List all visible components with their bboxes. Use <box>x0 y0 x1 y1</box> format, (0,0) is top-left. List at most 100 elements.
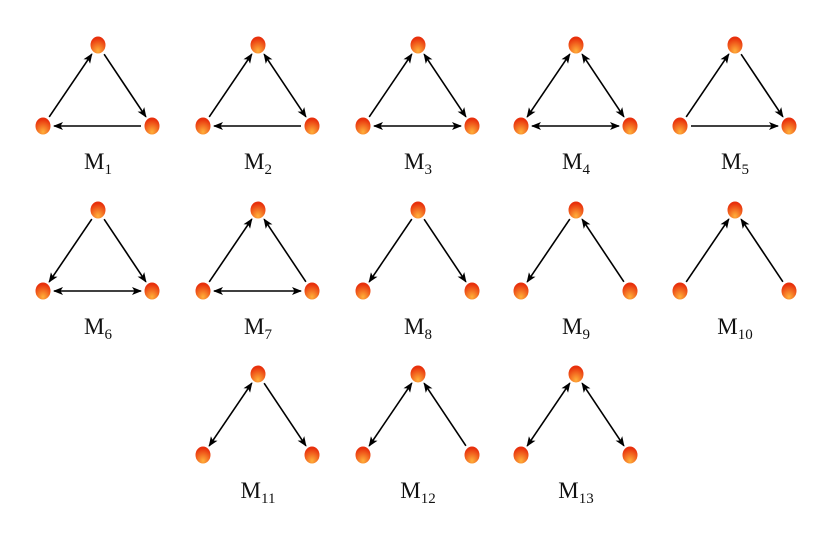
node-T <box>250 365 266 383</box>
node-R <box>304 282 320 300</box>
motif-label: M7 <box>244 314 272 343</box>
motif-label: M4 <box>562 149 590 178</box>
edge-T-L <box>368 218 413 283</box>
motif-label-subscript: 6 <box>104 327 112 343</box>
node-R <box>144 282 160 300</box>
edge-T-R <box>263 382 307 447</box>
motif-label: M10 <box>717 314 752 343</box>
node-R <box>781 282 797 300</box>
node-L <box>35 117 51 135</box>
node-L <box>355 446 371 464</box>
motif-label-main: M <box>84 149 104 174</box>
node-L <box>35 282 51 300</box>
motif-9: M9 <box>513 201 638 343</box>
motif-label-subscript: 7 <box>264 327 272 343</box>
node-T <box>568 36 584 54</box>
node-R <box>304 117 320 135</box>
node-R <box>464 282 480 300</box>
edge-T-R <box>423 218 467 283</box>
motif-label: M2 <box>244 149 272 178</box>
edge-T-R <box>423 53 467 118</box>
node-T <box>568 201 584 219</box>
edge-T-R <box>263 53 307 118</box>
edge-T-R <box>581 382 625 447</box>
edge-L-T <box>368 382 413 447</box>
motif-label-main: M <box>558 478 578 503</box>
node-L <box>672 117 688 135</box>
motif-label-subscript: 4 <box>582 162 590 178</box>
motif-label-main: M <box>562 314 582 339</box>
edge-L-T <box>368 53 413 118</box>
motif-label-main: M <box>404 314 424 339</box>
edge-L-T <box>208 53 253 118</box>
motif-13: M13 <box>513 365 638 507</box>
node-T <box>90 201 106 219</box>
node-R <box>304 446 320 464</box>
node-L <box>195 282 211 300</box>
motif-label: M3 <box>404 149 432 178</box>
motif-1: M1 <box>35 36 160 178</box>
node-L <box>355 117 371 135</box>
motif-label: M5 <box>721 149 749 178</box>
node-R <box>622 117 638 135</box>
node-T <box>727 201 743 219</box>
node-R <box>622 282 638 300</box>
node-T <box>250 201 266 219</box>
edge-T-R <box>103 218 147 283</box>
node-L <box>355 282 371 300</box>
node-T <box>410 365 426 383</box>
edge-L-T <box>48 53 93 118</box>
node-L <box>513 446 529 464</box>
motif-label-main: M <box>721 149 741 174</box>
motif-label-main: M <box>84 314 104 339</box>
motif-label-subscript: 10 <box>738 327 753 343</box>
node-L <box>513 117 529 135</box>
motif-label-subscript: 3 <box>424 162 432 178</box>
motif-8: M8 <box>355 201 480 343</box>
motif-label: M9 <box>562 314 590 343</box>
node-L <box>195 117 211 135</box>
node-L <box>195 446 211 464</box>
node-L <box>513 282 529 300</box>
motif-7: M7 <box>195 201 320 343</box>
node-T <box>410 201 426 219</box>
motif-label-main: M <box>717 314 737 339</box>
motif-label-main: M <box>400 478 420 503</box>
edge-L-T <box>208 218 253 283</box>
motif-12: M12 <box>355 365 480 507</box>
motif-label-main: M <box>244 314 264 339</box>
node-T <box>250 36 266 54</box>
motif-5: M5 <box>672 36 797 178</box>
node-T <box>568 365 584 383</box>
motif-label: M8 <box>404 314 432 343</box>
edge-R-T <box>581 218 625 283</box>
node-R <box>781 117 797 135</box>
motif-label: M1 <box>84 149 112 178</box>
edge-R-T <box>263 218 307 283</box>
motif-label-subscript: 12 <box>421 491 436 507</box>
motif-label-main: M <box>241 478 261 503</box>
motif-label: M13 <box>558 478 593 507</box>
edge-T-R <box>740 53 784 118</box>
node-R <box>622 446 638 464</box>
edge-T-R <box>581 53 625 118</box>
node-R <box>464 117 480 135</box>
edge-L-T <box>208 382 253 447</box>
edge-L-T <box>526 382 571 447</box>
node-L <box>672 282 688 300</box>
edge-L-T <box>685 53 730 118</box>
motif-3: M3 <box>355 36 480 178</box>
motif-label: M6 <box>84 314 112 343</box>
node-R <box>144 117 160 135</box>
motif-label-main: M <box>404 149 424 174</box>
edge-T-L <box>526 218 571 283</box>
motif-6: M6 <box>35 201 160 343</box>
edge-L-T <box>685 218 730 283</box>
motif-label-main: M <box>244 149 264 174</box>
motif-label-subscript: 5 <box>741 162 749 178</box>
edge-T-R <box>103 53 147 118</box>
node-R <box>464 446 480 464</box>
edge-R-T <box>423 382 467 447</box>
edge-L-T <box>526 53 571 118</box>
